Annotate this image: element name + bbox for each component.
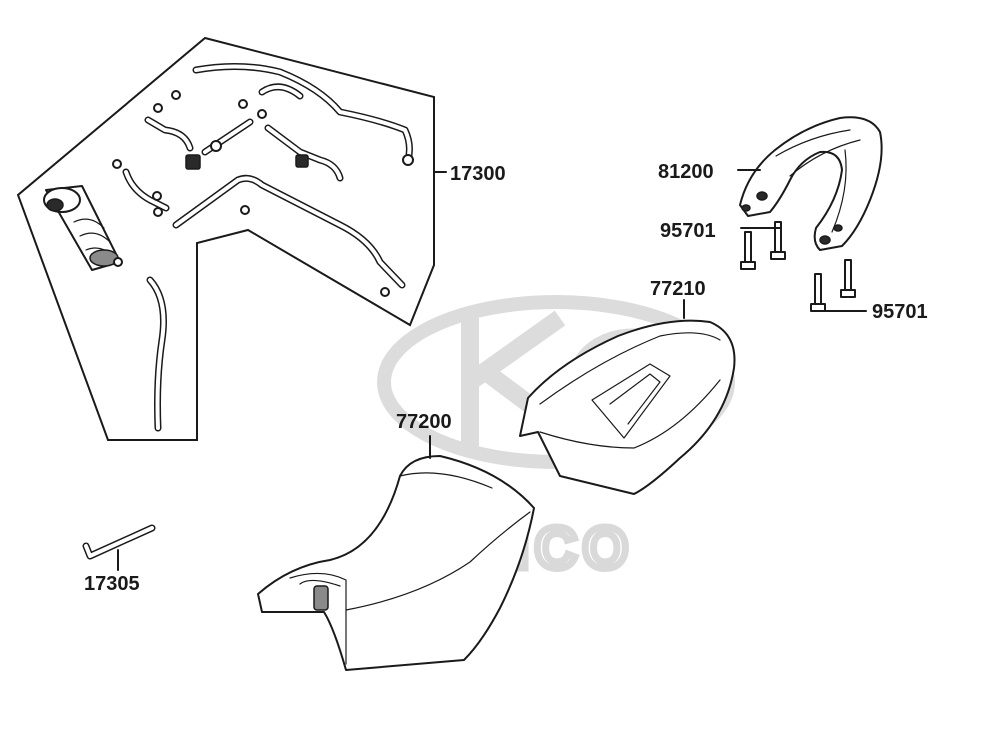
label-77210: 77210 <box>650 278 706 300</box>
pillion-seat-part <box>519 319 736 495</box>
fuel-hoses <box>122 62 413 432</box>
fuel-hose-group-frame <box>16 36 435 441</box>
label-17300: 17300 <box>450 163 506 185</box>
grab-rail-part <box>739 116 883 251</box>
rider-seat-part <box>257 455 535 671</box>
label-95701-upper: 95701 <box>660 220 716 242</box>
canister-part <box>43 185 121 271</box>
label-17305: 17305 <box>84 573 140 595</box>
hose-clamps <box>112 90 414 297</box>
seat-lock-cable-part <box>82 524 156 560</box>
label-81200: 81200 <box>658 161 714 183</box>
label-77200: 77200 <box>396 411 452 433</box>
bolts-95701-lower <box>810 259 867 312</box>
bolts-95701-upper <box>740 221 786 270</box>
label-95701-lower: 95701 <box>872 301 928 323</box>
